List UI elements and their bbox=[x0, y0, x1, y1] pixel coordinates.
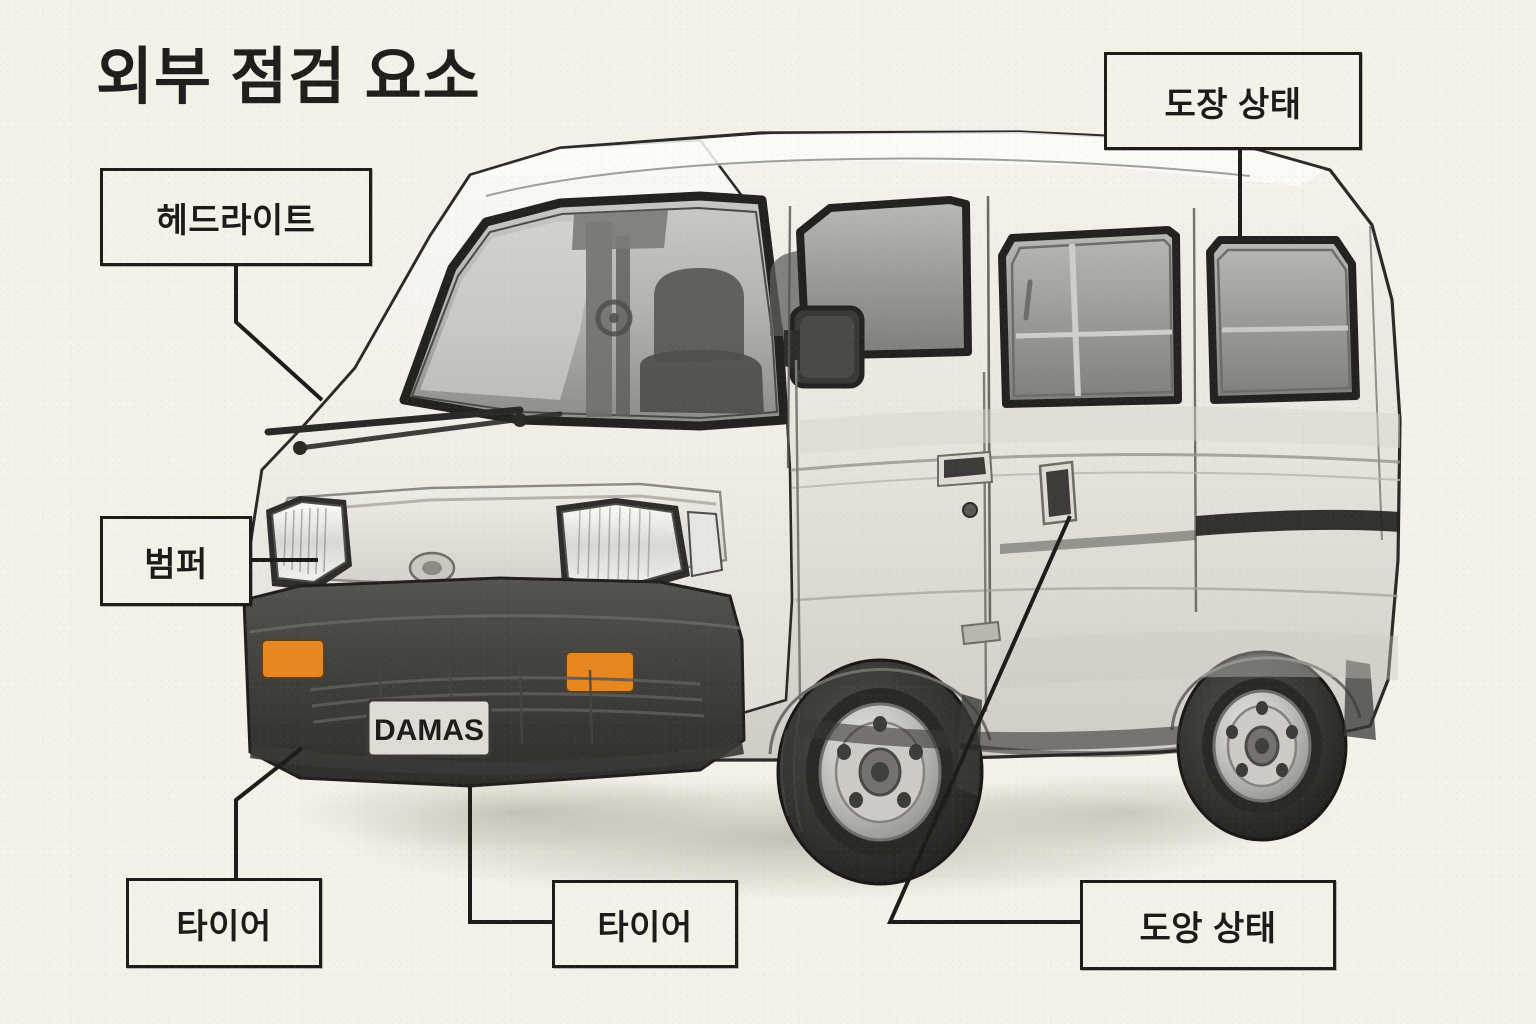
callout-label-paint-top: 도장 상태 bbox=[1164, 85, 1302, 124]
callout-paint-top[interactable]: 도장 상태 bbox=[1104, 52, 1362, 150]
callout-label-paint-bottom: 도앙 상태 bbox=[1139, 909, 1277, 948]
callout-tire-front[interactable]: 타이어 bbox=[552, 880, 738, 968]
svg-text:DAMAS: DAMAS bbox=[374, 714, 484, 747]
callout-label-tire-front: 타이어 bbox=[597, 908, 693, 947]
callout-headlight[interactable]: 헤드라이트 bbox=[100, 168, 372, 266]
leader-headlight bbox=[234, 266, 324, 402]
callout-paint-bottom[interactable]: 도앙 상태 bbox=[1080, 880, 1336, 970]
callout-label-headlight: 헤드라이트 bbox=[156, 201, 316, 240]
page-title: 외부 점검 요소 bbox=[96, 43, 481, 112]
callout-label-tire-left: 타이어 bbox=[176, 907, 272, 946]
leader-paint-bottom bbox=[886, 515, 1080, 924]
leader-tire-front bbox=[468, 784, 552, 924]
callout-tire-left[interactable]: 타이어 bbox=[126, 878, 322, 968]
callout-label-bumper: 범퍼 bbox=[144, 545, 208, 584]
leader-tire-left bbox=[234, 746, 304, 878]
callout-bumper[interactable]: 범퍼 bbox=[100, 516, 252, 606]
